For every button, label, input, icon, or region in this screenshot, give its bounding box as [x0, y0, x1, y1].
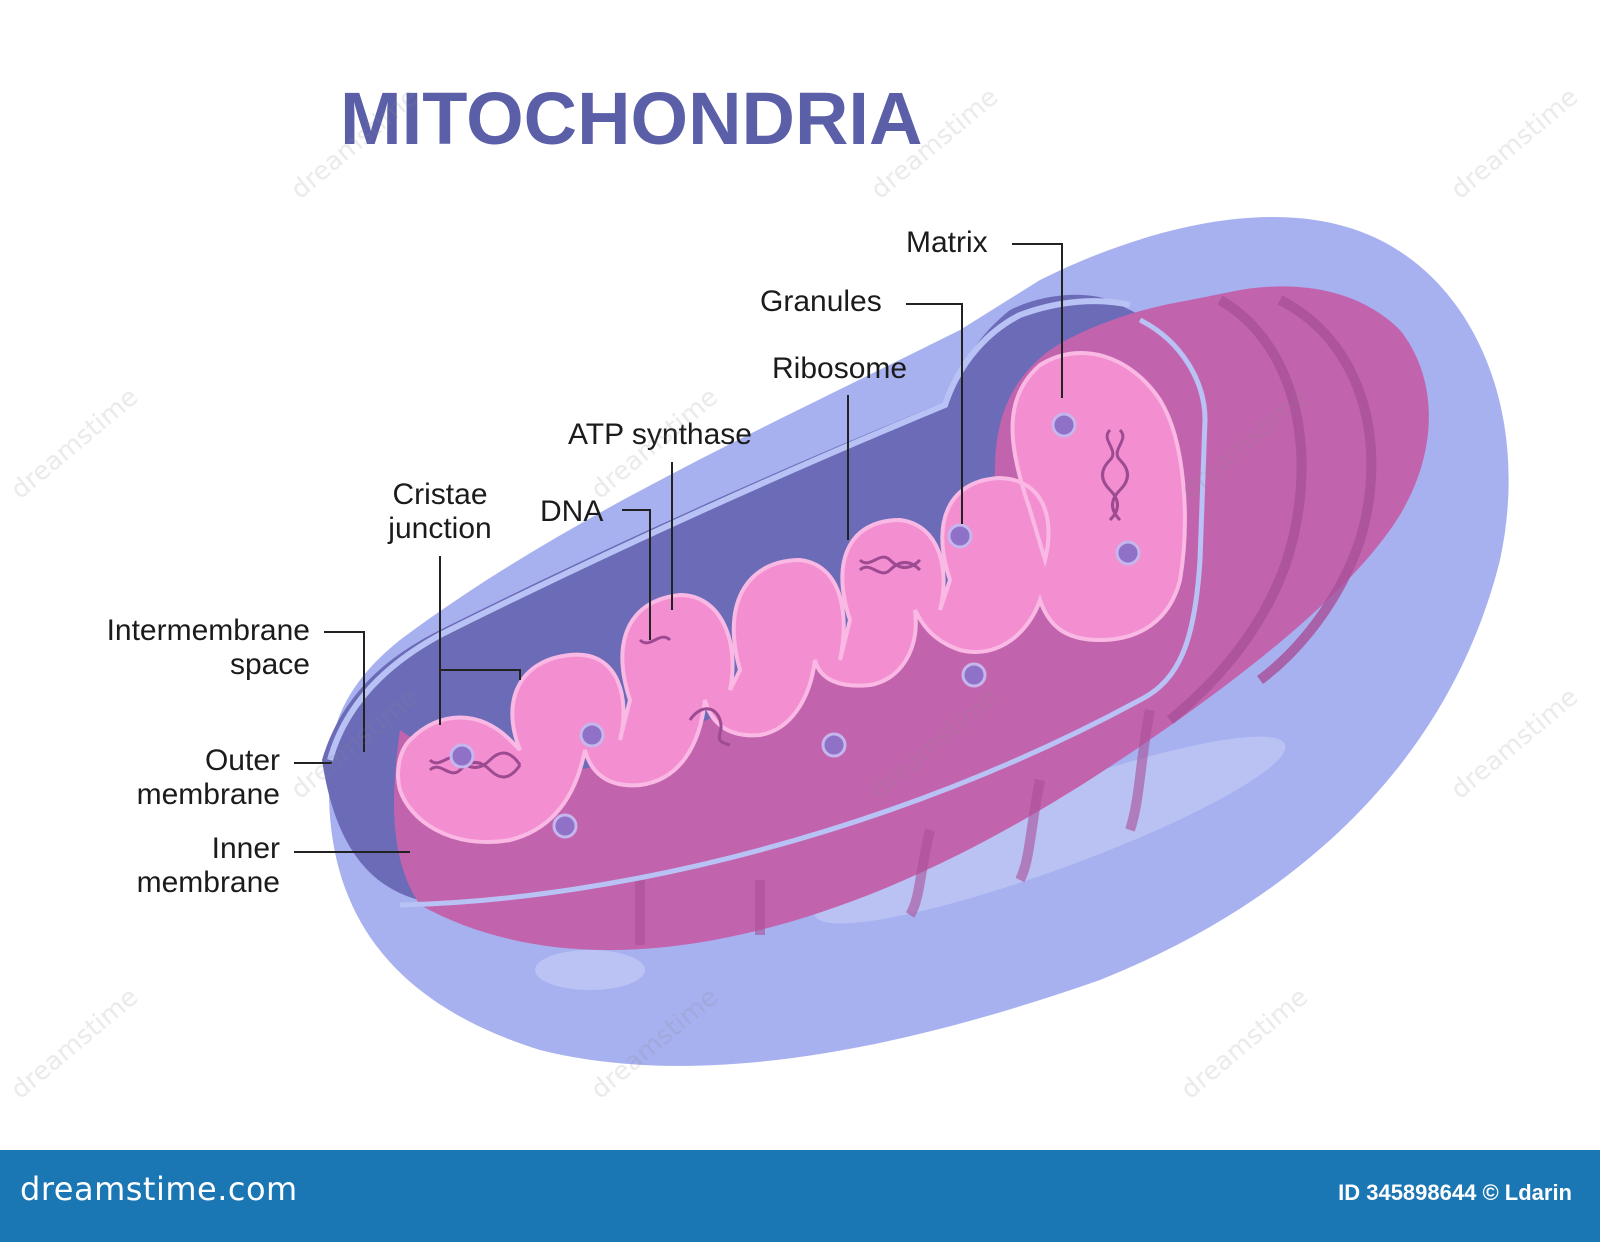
matrix [396, 350, 1187, 844]
label-atp-synthase: ATP synthase [568, 418, 752, 451]
label-inner-membrane-line1: Inner [212, 832, 280, 865]
label-outer-membrane-line1: Outer [205, 744, 280, 777]
label-dna: DNA [540, 495, 603, 528]
leader-granules [906, 303, 963, 524]
svg-text:dreamstime: dreamstime [5, 982, 144, 1105]
leader-intermembrane-space [324, 631, 365, 752]
footer-brand[interactable]: dreamstime.com [20, 1170, 298, 1208]
leader-cristae-junction [439, 556, 521, 725]
svg-text:dreamstime: dreamstime [1175, 982, 1314, 1105]
label-outer-membrane-line2: membrane [137, 778, 280, 811]
label-cristae-junction-line2: junction [387, 512, 491, 545]
leader-matrix [1012, 243, 1063, 398]
svg-text:dreamstime: dreamstime [5, 382, 144, 505]
footer-image-id: ID 345898644 © Ldarin [1338, 1180, 1572, 1205]
granules [449, 412, 1141, 839]
leader-dna [622, 509, 651, 640]
mitochondria-diagram: MITOCHONDRIA [5, 77, 1584, 1105]
leader-lines [294, 243, 1063, 853]
dna [428, 428, 1129, 779]
label-inner-membrane-line2: membrane [137, 866, 280, 899]
label-ribosome: Ribosome [772, 352, 907, 385]
labels: Matrix Granules Ribosome ATP synthase DN… [107, 226, 988, 899]
label-matrix: Matrix [906, 226, 988, 259]
page-title: MITOCHONDRIA [340, 77, 922, 160]
label-intermembrane-space-line1: Intermembrane [107, 614, 310, 647]
svg-text:dreamstime: dreamstime [1445, 682, 1584, 805]
label-cristae-junction-line1: Cristae [392, 478, 487, 511]
footer-bar: dreamstime.com ID 345898644 © Ldarin [0, 1150, 1600, 1242]
label-granules: Granules [760, 285, 882, 318]
svg-text:dreamstime: dreamstime [1445, 82, 1584, 205]
label-intermembrane-space-line2: space [230, 648, 310, 681]
